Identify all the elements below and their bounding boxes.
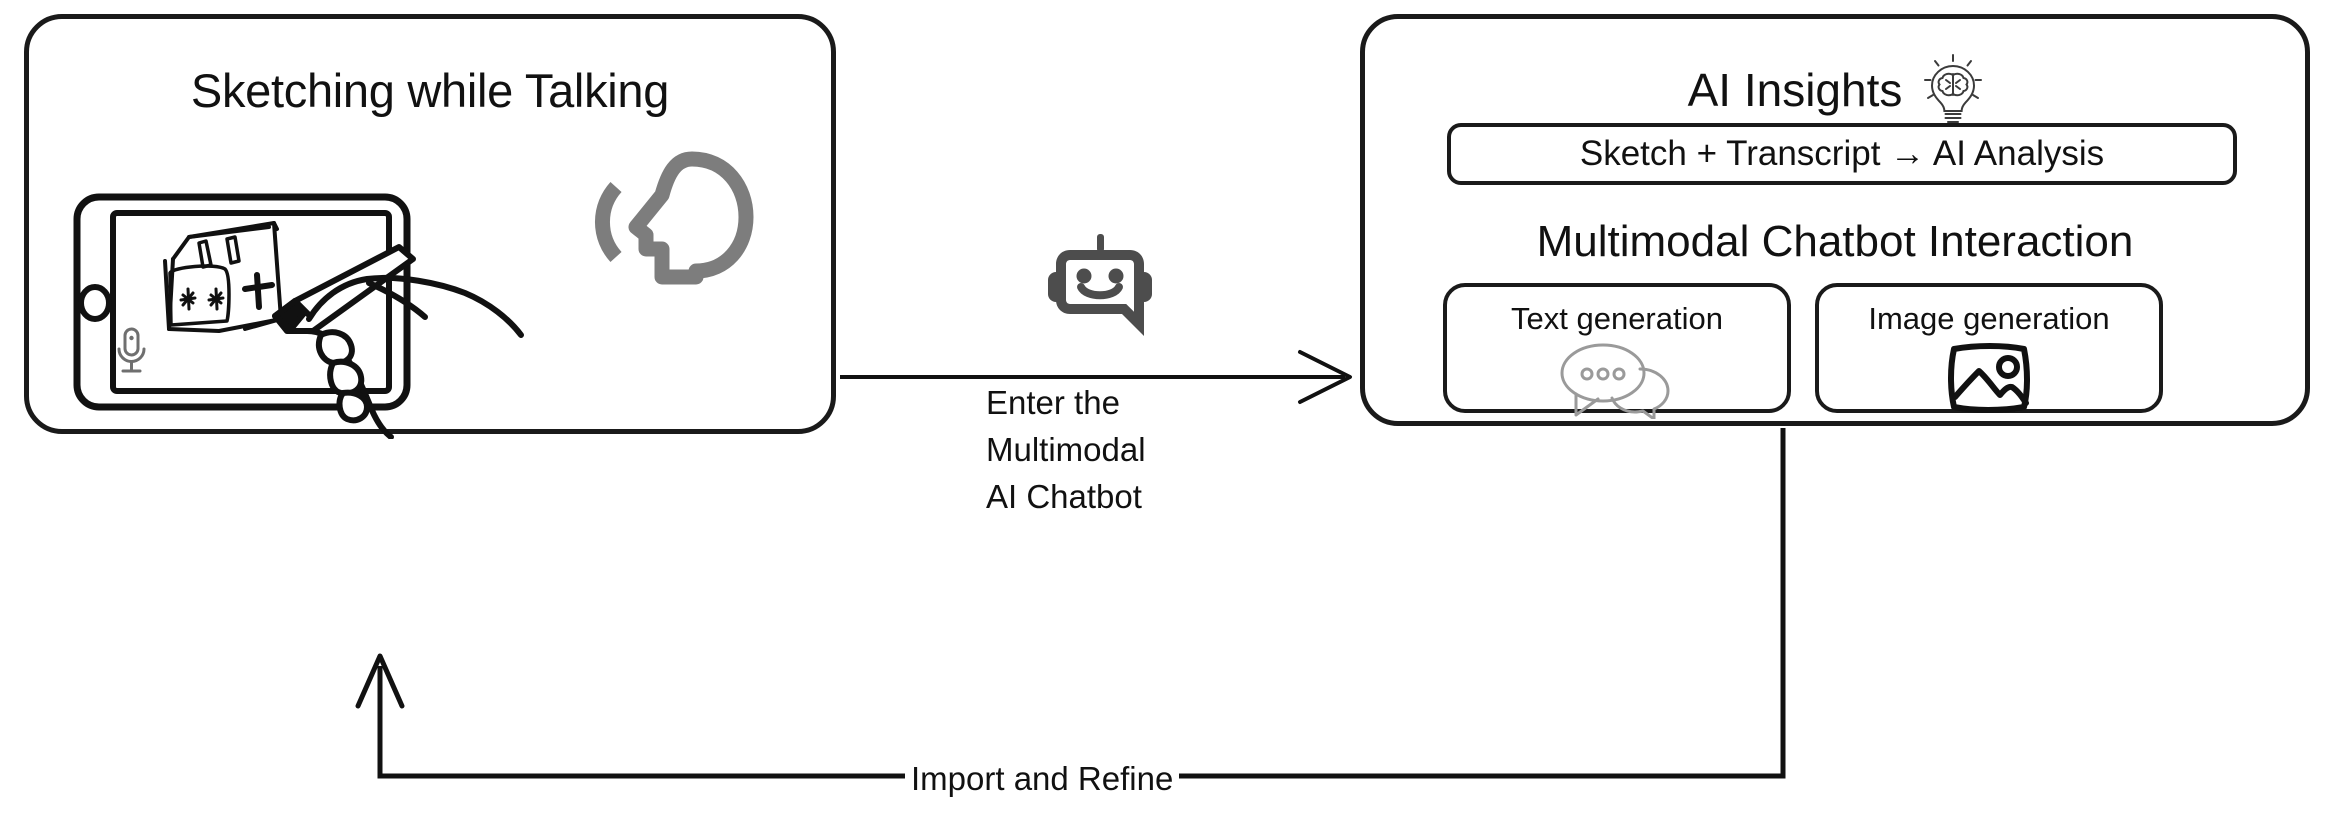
arrow-forward-label-line-3: AI Chatbot	[986, 477, 1142, 515]
page-title-left: Sketching while Talking	[190, 64, 670, 117]
image-generation-box[interactable]: Image generation	[1815, 283, 2163, 413]
microphone-icon	[117, 327, 146, 373]
multimodal-chatbot-interaction-heading: Multimodal Chatbot Interaction	[1536, 217, 2134, 266]
hand-drawn-sketch	[163, 221, 283, 333]
arrow-forward-label: Enter the Multimodal AI Chatbot	[986, 380, 1286, 521]
tablet-device-icon	[73, 193, 524, 439]
picture-frame-icon	[1948, 343, 2030, 413]
sketch-transcript-analysis-pill: Sketch + Transcript → AI Analysis	[1447, 123, 2237, 185]
panel-ai-insights: AI Insights	[1360, 14, 2310, 426]
chat-bubbles-icon	[1560, 343, 1670, 419]
robot-chatbot-icon	[1048, 234, 1152, 336]
hand-with-stylus-icon	[272, 244, 524, 439]
text-generation-label: Text generation	[1511, 301, 1723, 336]
talking-head-icon	[595, 151, 754, 285]
image-generation-label: Image generation	[1868, 301, 2110, 336]
analysis-pill-label: Sketch + Transcript → AI Analysis	[1579, 134, 2105, 173]
arrow-return-label: Import and Refine	[905, 760, 1180, 798]
page-title-right: AI Insights	[1687, 64, 1903, 116]
panel-sketching-while-talking: Sketching while Talking	[24, 14, 836, 439]
ai-insights-heading: AI Insights	[1365, 53, 2305, 127]
text-generation-icon-wrap	[1447, 341, 1787, 419]
text-generation-box[interactable]: Text generation	[1443, 283, 1791, 419]
arrow-forward-label-line-2: Multimodal	[986, 430, 1146, 468]
arrow-forward-label-line-1: Enter the	[986, 384, 1120, 421]
lightbulb-brain-icon	[1924, 54, 1983, 123]
image-generation-icon-wrap	[1819, 341, 2159, 415]
